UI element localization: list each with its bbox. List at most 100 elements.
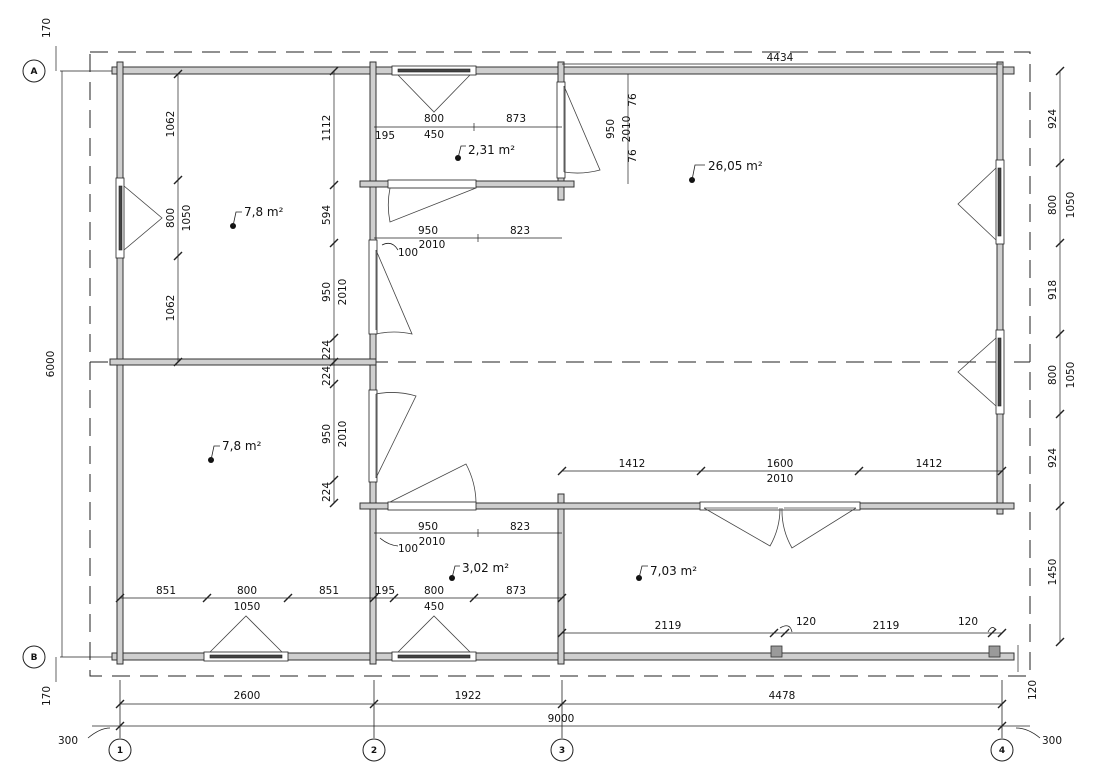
window-top-small-pane — [397, 68, 471, 73]
room-leader-main — [691, 164, 705, 181]
dimension-ticks — [115, 66, 1065, 731]
outer-dashed-outline — [89, 51, 1031, 677]
door-axis3-top-frame — [556, 81, 566, 179]
dim-door-axis3-3: 76 — [627, 93, 639, 107]
dim-corridor-mid-top-1: 950 — [418, 225, 438, 237]
axis-label-b: B — [31, 653, 38, 663]
dim-left-room-2: 800 — [165, 208, 177, 228]
dim-corridor-mid-bottom-4: 2010 — [419, 536, 446, 548]
leader-100-top — [381, 242, 399, 251]
dim-terrace-3: 2010 — [767, 473, 794, 485]
room-area-top-left: 7,8 m² — [244, 205, 284, 219]
dim-bottom-right-3: 2119 — [873, 620, 900, 632]
window-right-upper-swing — [957, 167, 997, 241]
window-left-pane — [118, 185, 123, 251]
room-areas: 7,8 m² 7,8 m² 2,31 m² 26,05 m² 3,02 m² 7… — [208, 143, 763, 581]
door-small-bottom-frame — [387, 501, 477, 511]
dim-right-8: 1450 — [1047, 559, 1059, 586]
dim-overall-length: 9000 — [548, 713, 575, 725]
door-corridor-lower-swing — [375, 392, 417, 479]
wall-right — [996, 61, 1004, 515]
dim-bottom-right-4: 120 — [958, 616, 978, 628]
room-leader-bottom-small — [451, 565, 460, 579]
dim-corridor-7: 950 — [321, 424, 333, 444]
dim-corridor-5: 224 — [321, 340, 333, 360]
dim-bottom-left-2: 800 — [237, 585, 257, 597]
door-terrace-swing-left — [703, 507, 781, 547]
dim-corridor-mid-bottom-3: 100 — [398, 543, 418, 555]
walls — [109, 61, 1015, 665]
axis-label-4: 4 — [999, 746, 1005, 756]
dim-seg-bottom-2: 1922 — [455, 690, 482, 702]
dim-seg-bottom-1: 2600 — [234, 690, 261, 702]
dim-top-axis-offset: 170 — [41, 18, 53, 38]
axis-bubble-4 — [990, 738, 1014, 762]
room-area-bottom-left: 7,8 m² — [222, 439, 262, 453]
dim-corridor-9: 224 — [321, 482, 333, 502]
axis-bubble-3 — [550, 738, 574, 762]
room-leader-top-small — [457, 145, 466, 159]
door-small-top-swing — [387, 187, 477, 223]
dim-terrace-2: 1600 — [767, 458, 794, 470]
dim-corridor-8: 2010 — [337, 421, 349, 448]
dim-left-room-4: 1062 — [165, 295, 177, 322]
wall-terrace — [359, 502, 1015, 510]
dim-bottom-small-4: 873 — [506, 585, 526, 597]
room-area-bottom-right: 7,03 m² — [650, 564, 697, 578]
dim-small-top-4: 873 — [506, 113, 526, 125]
axis-label-3: 3 — [559, 746, 565, 756]
room-area-main: 26,05 m² — [708, 159, 763, 173]
dim-corridor-3: 950 — [321, 282, 333, 302]
dim-corridor-1: 1112 — [321, 115, 333, 142]
dim-right-4: 918 — [1047, 280, 1059, 300]
axis-bubble-1 — [108, 738, 132, 762]
dim-top-overall: 4434 — [767, 52, 794, 64]
dim-bottom-left-3: 1050 — [234, 601, 261, 613]
dimension-text: 4434 170 170 6000 9000 300 300 120 2600 … — [41, 18, 1077, 747]
window-right-lower-swing — [957, 337, 997, 407]
windows — [115, 65, 1005, 662]
dim-door-axis3-2: 2010 — [621, 116, 633, 143]
dim-terrace-4: 1412 — [916, 458, 943, 470]
dim-right-3: 1050 — [1065, 192, 1077, 219]
axis-bubble-b — [22, 645, 46, 669]
dim-small-top-3: 195 — [375, 130, 395, 142]
dim-small-top-2: 450 — [424, 129, 444, 141]
dimension-lines — [55, 46, 1065, 739]
dim-right-6: 1050 — [1065, 362, 1077, 389]
dim-right-5: 800 — [1047, 365, 1059, 385]
leader-300-right — [1015, 727, 1041, 739]
dim-corridor-mid-top-2: 823 — [510, 225, 530, 237]
dim-right-7: 924 — [1047, 448, 1059, 468]
dim-bottom-left-4: 851 — [319, 585, 339, 597]
axis-bubble-2 — [362, 738, 386, 762]
dim-bottom-small-2: 800 — [424, 585, 444, 597]
door-corridor-upper-swing — [375, 249, 413, 335]
window-bottom-left-pane — [209, 654, 283, 659]
dim-corridor-mid-top-4: 2010 — [419, 239, 446, 251]
dim-left-room-1: 1062 — [165, 111, 177, 138]
dim-right-offset-bottom: 120 — [1027, 680, 1039, 700]
wall-axis-3-bottom — [557, 493, 565, 665]
room-leader-bottom-left — [210, 445, 220, 461]
window-right-upper-pane — [997, 167, 1002, 237]
axis-label-a: A — [31, 67, 38, 77]
dim-bottom-right-1: 2119 — [655, 620, 682, 632]
dim-bottom-left-1: 851 — [156, 585, 176, 597]
dim-right-2: 800 — [1047, 195, 1059, 215]
axis-bubble-a — [22, 59, 46, 83]
leader-300-left — [87, 727, 111, 739]
dim-corridor-4: 2010 — [337, 279, 349, 306]
window-top-small-swing — [397, 74, 471, 113]
door-terrace-swing-right — [781, 507, 857, 549]
dim-door-axis3-4: 76 — [627, 149, 639, 163]
dim-bottom-axis-offset: 170 — [41, 686, 53, 706]
axis-grid — [60, 51, 1031, 738]
dim-corridor-2: 594 — [321, 205, 333, 225]
dim-bottom-small-3: 450 — [424, 601, 444, 613]
axis-label-2: 2 — [371, 746, 377, 756]
axis-label-1: 1 — [117, 746, 123, 756]
dim-right-1: 924 — [1047, 109, 1059, 129]
leader-120-right — [987, 627, 997, 633]
